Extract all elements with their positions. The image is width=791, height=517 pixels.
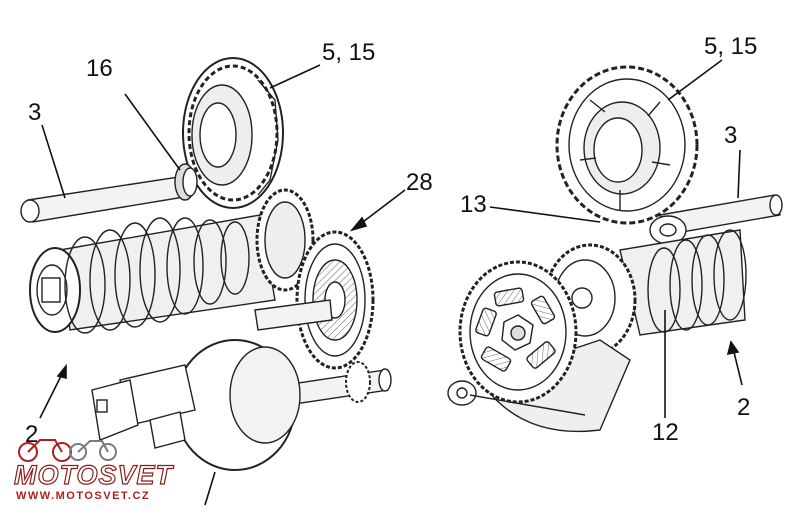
left-starter-motor: [91, 339, 301, 471]
right-shift-drum-12: [619, 229, 747, 336]
left-shaft-3: [20, 174, 196, 223]
watermark-url: WWW.MOTOSVET.CZ: [16, 490, 150, 502]
left-label-5-15: 5, 15: [322, 39, 375, 66]
right-label-13: 13: [460, 191, 487, 218]
right-label-3: 3: [724, 122, 737, 149]
left-label-3: 3: [28, 99, 41, 126]
right-leaders: [489, 59, 743, 418]
left-leaders: [39, 64, 406, 506]
left-gear-28-cluster: [255, 188, 375, 370]
motorcycle-logo-icon: [18, 439, 117, 462]
right-label-12: 12: [652, 419, 679, 446]
motosvet-watermark: MOTOSVET WWW.MOTOSVET.CZ: [13, 439, 175, 502]
right-shaft-3: [649, 194, 783, 245]
right-label-2: 2: [737, 394, 750, 421]
right-bottom-nut: [447, 380, 586, 416]
left-label-16: 16: [86, 55, 113, 82]
left-gear-5-15: [182, 57, 284, 209]
left-drum-shaft: [29, 214, 276, 334]
right-label-5-15: 5, 15: [704, 33, 757, 60]
left-label-28: 28: [406, 169, 433, 196]
left-assembly: [20, 57, 392, 471]
watermark-brand: MOTOSVET: [14, 460, 175, 490]
right-gear-5-15: [555, 65, 699, 225]
left-collar-16: [174, 163, 198, 201]
left-label-2: 2: [25, 421, 38, 448]
right-assembly: [447, 65, 783, 433]
right-clutch-basket: [458, 260, 631, 433]
